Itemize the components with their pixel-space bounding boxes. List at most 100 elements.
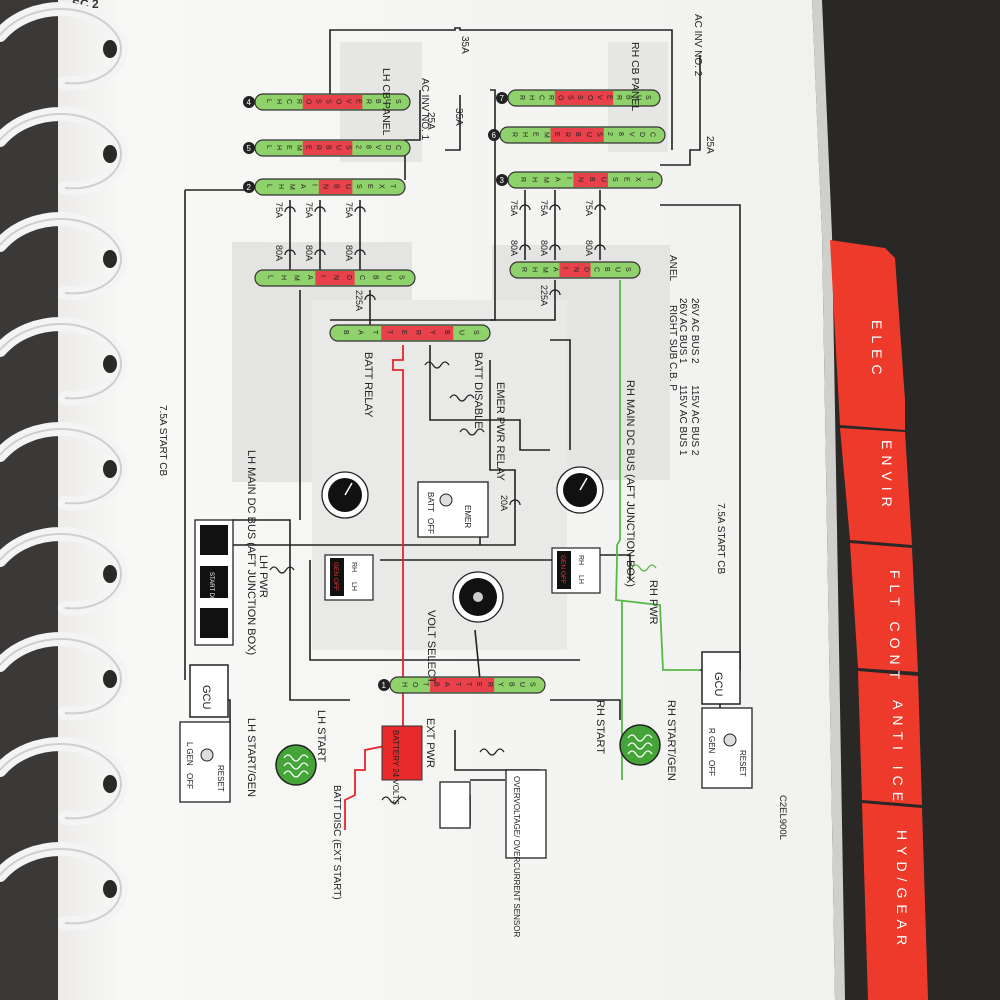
tab-envir-label: ENVIR <box>879 440 895 513</box>
punch-hole <box>103 355 117 373</box>
bus-letter: U <box>518 682 525 687</box>
breaker-rating: 75A <box>304 202 314 218</box>
ext-pwr-label: EXT PWR <box>424 718 436 768</box>
bus-number-badge <box>243 96 255 108</box>
bus-letter: T <box>388 184 395 189</box>
gcu-lh-box <box>189 664 229 718</box>
lh-cb-panel-label: LH CB PANEL <box>380 68 392 136</box>
bus-letter: I <box>562 267 569 269</box>
right-sub-cb-anel: ANEL <box>667 255 678 282</box>
bus-letter: R <box>315 145 322 150</box>
r-gen-toggle-switch[interactable] <box>723 733 737 747</box>
right-sub-cb-26v-2: 26V AC BUS 2 <box>689 298 700 364</box>
bus-letter: S <box>595 132 602 137</box>
bus-letter: T <box>454 682 461 687</box>
bus-bar-hot-segment <box>430 678 495 692</box>
volt-meter <box>452 571 504 623</box>
bus-number-badge <box>243 142 255 154</box>
batt-emer-switch-panel: BATT OFF EMER <box>417 481 489 538</box>
circuit-breaker[interactable]: 75A <box>304 202 326 218</box>
circuit-breaker[interactable]: 75A <box>539 200 561 216</box>
lh-gen-rail <box>309 560 360 661</box>
emer-wire <box>445 95 461 151</box>
batt-disable-wire <box>429 345 550 451</box>
punch-hole <box>103 40 117 58</box>
l-gen-toggle-switch[interactable] <box>200 748 214 762</box>
breaker-rating: 75A <box>509 200 519 216</box>
breaker-rating: 80A <box>304 245 314 261</box>
circuit-breaker[interactable]: 75A <box>274 202 296 218</box>
punch-hole <box>103 145 117 163</box>
ring-shadow <box>0 323 123 400</box>
tab-anti-ice[interactable] <box>858 671 922 805</box>
bus-letter: X <box>377 184 384 189</box>
circuit-breaker[interactable]: 75A <box>344 202 366 218</box>
breaker-icon <box>354 249 366 256</box>
bus-number-badge <box>488 129 500 141</box>
bus-letter: N <box>572 267 579 272</box>
circuit-breaker[interactable]: 75A <box>509 200 531 216</box>
bus-letter: O <box>557 95 564 101</box>
bus-letter: E <box>366 184 373 189</box>
gcu-lh: GCU <box>189 664 229 718</box>
bus-letter: T <box>371 330 378 335</box>
binder-ring <box>0 2 128 91</box>
tab-envir[interactable] <box>840 428 912 545</box>
rh-start-wire <box>550 699 621 720</box>
crossover-wire <box>329 27 673 150</box>
bus-letter: E <box>475 682 482 687</box>
right-sub-cb-115v-1: 115V AC BUS 1 <box>677 385 688 456</box>
bus-letter: T <box>385 330 392 335</box>
bus-letter: S <box>397 275 404 280</box>
bus-letter: A <box>357 330 364 335</box>
circuit-breaker[interactable]: 225A <box>539 285 561 306</box>
circuit-breaker[interactable]: 20A <box>499 495 521 511</box>
circuit-breaker[interactable]: 80A <box>304 245 326 261</box>
circuit-breaker[interactable]: 80A <box>509 240 531 256</box>
circuit-breaker[interactable]: 225A <box>354 290 376 311</box>
circuit-breaker[interactable]: 80A <box>344 245 366 261</box>
bus-letter: D <box>384 145 391 150</box>
tab-hyd-gear[interactable] <box>862 803 928 1000</box>
rh-start-gen <box>619 724 661 766</box>
breaker-icon <box>549 204 561 211</box>
circuit-breaker[interactable]: 80A <box>274 245 296 261</box>
ac-inv-1-label: AC INV NO. 1 <box>419 78 430 141</box>
lh-start-label: LH START <box>315 710 327 762</box>
bus-letter: R <box>295 99 302 104</box>
bus-number: 2 <box>247 183 252 192</box>
batt-toggle-switch[interactable] <box>439 493 453 507</box>
bus-letter: C <box>649 132 656 137</box>
tab-hyd-gear-label: HYD/GEAR <box>894 830 910 951</box>
tab-elec[interactable] <box>830 240 905 430</box>
bus-bar-hot-segment <box>554 91 614 105</box>
circuit-breaker[interactable]: 80A <box>539 240 561 256</box>
volt-select-knob[interactable] <box>473 592 483 602</box>
ring-shadow <box>0 638 123 715</box>
bus-letter: H <box>275 145 282 150</box>
rh-start-gen-label: RH START/GEN <box>665 700 677 781</box>
bus-letter: U <box>457 330 464 335</box>
ring-shadow <box>0 218 123 295</box>
bus-letter: T <box>465 682 472 687</box>
bus-letter: U <box>634 95 641 100</box>
circuit-breaker[interactable]: 80A <box>584 240 606 256</box>
rh-gen-off-lamp <box>557 551 571 589</box>
circuit-breaker[interactable]: 75A <box>584 200 606 216</box>
bus-letter: A <box>306 275 313 280</box>
lh-start-gen-label: LH START/GEN <box>245 718 257 797</box>
bus-letter: V <box>374 145 381 150</box>
tab-flt-cont[interactable] <box>850 543 918 672</box>
breaker-rating: 75A <box>584 200 594 216</box>
ext-power-box <box>439 781 471 829</box>
binder-ring <box>0 317 128 406</box>
bus-letter: H <box>530 177 537 182</box>
breaker-icon <box>509 499 521 506</box>
bus-letter: S <box>394 99 401 104</box>
binder-ring <box>0 107 128 196</box>
emer-bus-feed <box>232 360 516 546</box>
emer-pwr-relay-label: EMER PWR RELAY <box>494 382 506 481</box>
